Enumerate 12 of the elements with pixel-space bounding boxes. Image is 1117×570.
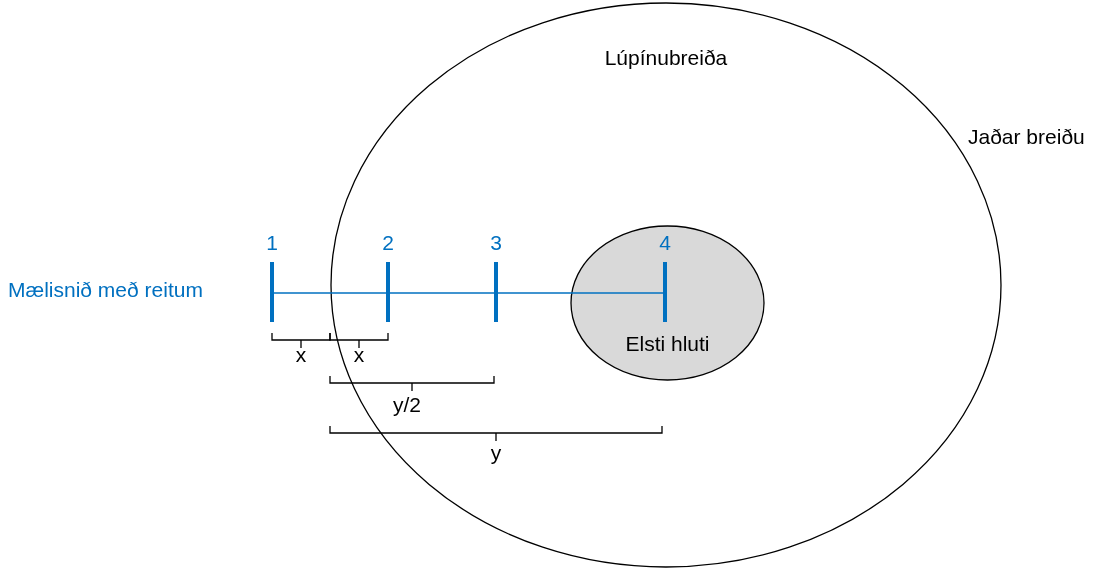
dimension-label: x	[352, 344, 366, 365]
plot-number: 4	[658, 232, 672, 253]
plot-number: 2	[381, 232, 395, 253]
dimension-label: y/2	[392, 394, 422, 415]
transect-label: Mælisnið með reitum	[8, 279, 204, 300]
plot-number: 1	[265, 232, 279, 253]
area-label: Lúpínubreiða	[603, 47, 729, 68]
area-label: Elsti hluti	[624, 333, 711, 354]
dimension-label: x	[294, 344, 308, 365]
dimension-label: y	[489, 442, 503, 463]
boundary-label: Jaðar breiðu	[968, 126, 1086, 147]
plot-number: 3	[489, 232, 503, 253]
